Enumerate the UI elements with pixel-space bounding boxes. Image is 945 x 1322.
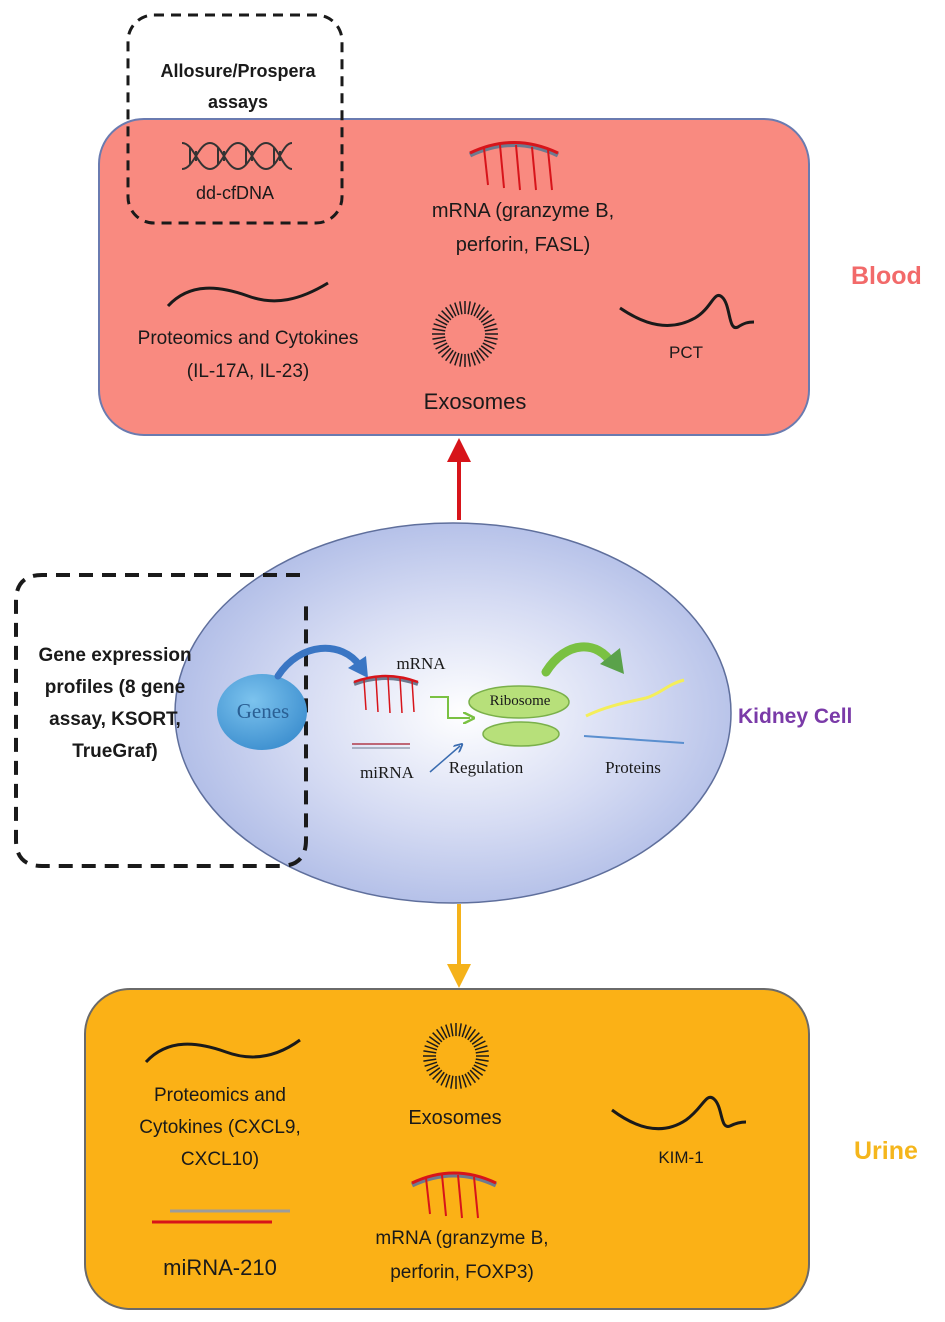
mirna210-icon bbox=[152, 1209, 290, 1224]
urine-compartment bbox=[84, 988, 810, 1310]
urine-label: Urine bbox=[854, 1137, 918, 1165]
genes-label: Genes bbox=[236, 699, 290, 723]
allosure-dashed-box bbox=[126, 13, 344, 225]
mrna-icon-cell bbox=[353, 674, 419, 714]
ribosome-label: Ribosome bbox=[489, 693, 551, 709]
pct-label: PCT bbox=[669, 343, 703, 362]
urine-mrna-label: mRNA (granzyme B, perforin, FOXP3) bbox=[375, 1228, 549, 1283]
mirna210-label: miRNA-210 bbox=[163, 1255, 277, 1280]
gene-profiles-dashed-box bbox=[14, 573, 308, 868]
arrow-to-urine bbox=[447, 904, 471, 988]
urine-proteomics-label: Proteomics and Cytokines (CXCL9, CXCL10) bbox=[139, 1085, 301, 1170]
blood-proteomics-label: Proteomics and Cytokines (IL-17A, IL-23) bbox=[137, 328, 359, 382]
protein-chain-yellow bbox=[585, 678, 685, 718]
protein-wave-icon-urine bbox=[144, 1038, 301, 1064]
ribosome-small-subunit bbox=[482, 721, 560, 747]
exosome-icon-urine bbox=[423, 1023, 489, 1089]
mrna-icon-blood bbox=[468, 141, 560, 191]
dd-cfdna-label: dd-cfDNA bbox=[195, 183, 275, 203]
kidney-cell bbox=[174, 522, 732, 904]
kim1-wave-icon bbox=[611, 1095, 747, 1131]
proteins-label: Proteins bbox=[605, 758, 661, 777]
ribosome-large-subunit bbox=[468, 685, 570, 719]
arrow-to-blood bbox=[447, 438, 471, 520]
allosure-label: Allosure/Prospera assays bbox=[160, 61, 316, 112]
urine-exosomes-label: Exosomes bbox=[408, 1107, 502, 1129]
blood-mrna-label: mRNA (granzyme B, perforin, FASL) bbox=[431, 200, 615, 256]
regulation-arrow bbox=[429, 746, 460, 773]
mrna-to-ribosome-arrow bbox=[430, 696, 470, 718]
cell-mrna-label: mRNA bbox=[396, 654, 446, 673]
exosome-icon-blood bbox=[432, 301, 498, 367]
kim1-label: KIM-1 bbox=[658, 1148, 704, 1167]
mirna-line-cell bbox=[352, 743, 410, 749]
protein-chain-blue bbox=[583, 735, 685, 744]
blood-exosomes-label: Exosomes bbox=[423, 389, 527, 414]
mrna-icon-urine bbox=[410, 1171, 498, 1219]
genes-circle bbox=[217, 674, 307, 750]
blood-label: Blood bbox=[851, 262, 922, 290]
ribosome-to-proteins-arrow bbox=[541, 642, 617, 677]
genes-to-mrna-arrow bbox=[274, 644, 364, 680]
gene-profiles-label: Gene expression profiles (8 gene assay, … bbox=[38, 645, 192, 762]
pct-wave-icon bbox=[619, 293, 755, 329]
kidney-cell-label: Kidney Cell bbox=[738, 705, 853, 728]
dna-helix-icon bbox=[181, 141, 293, 171]
protein-wave-icon-blood bbox=[166, 281, 329, 308]
regulation-label: Regulation bbox=[448, 758, 524, 777]
cell-mirna-label: miRNA bbox=[360, 763, 414, 782]
blood-compartment bbox=[98, 118, 810, 436]
